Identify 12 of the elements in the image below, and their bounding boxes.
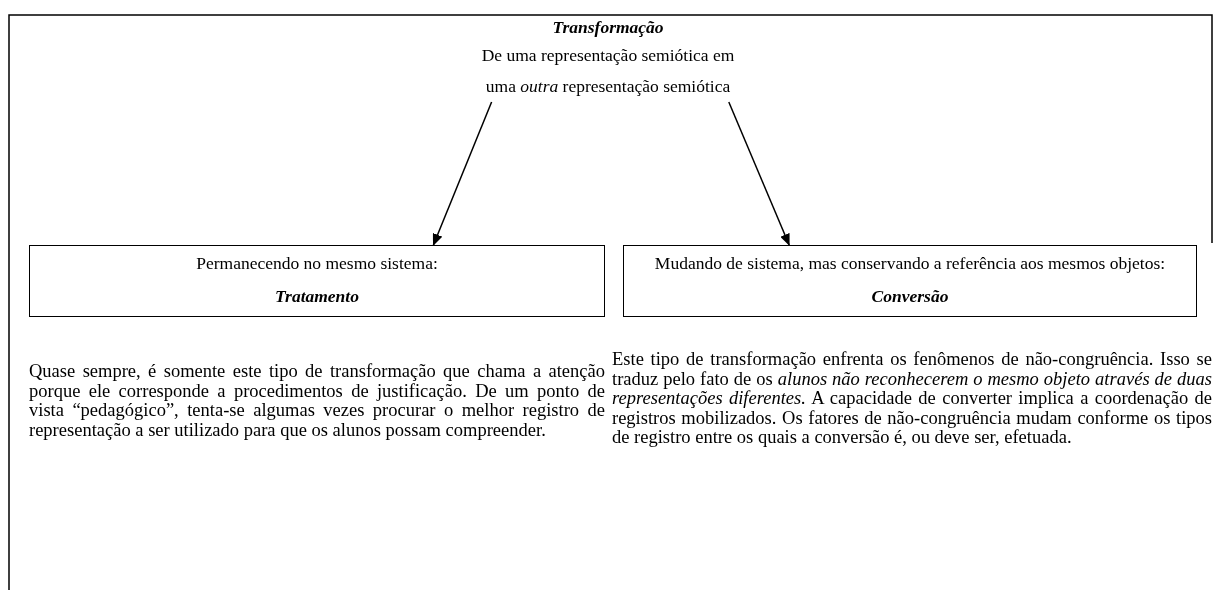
process-box xyxy=(29,245,605,317)
description-paragraph: Este tipo de transformação enfrenta os fenômenos de não-congruência. Isso se traduz pelo fato de os alunos não reconhecerem o mesmo objeto através de duas representações diferentes. A capacidade de converter implica a coordenação de registros mobilizados. Os fatores de não-congruência mudam conforme os tipos de registro entre os quais a conversão é, ou deve ser, efetuada. xyxy=(612,350,1212,448)
node-title: Conversão xyxy=(871,285,949,308)
node-title: Tratamento xyxy=(275,285,359,308)
description-paragraph: Quase sempre, é somente este tipo de transformação que chama a atenção porque ele corresponde a procedimentos de justificação. De um ponto de vista “pedagógico”, tenta-se algumas vezes procurar o melhor registro de representação a ser utilizado para que os alunos possam compreender. xyxy=(29,362,605,440)
node-text: Mudando de sistema, mas conservando a referência aos mesmos objetos: xyxy=(654,252,1166,275)
node-text: Permanecendo no mesmo sistema: xyxy=(196,252,438,275)
node-text: De uma representação semiótica em uma outra representação semiótica xyxy=(480,44,736,98)
arrow xyxy=(728,101,790,246)
process-box xyxy=(623,245,1197,317)
arrow xyxy=(432,101,493,246)
node-title: Transformação xyxy=(552,18,664,36)
